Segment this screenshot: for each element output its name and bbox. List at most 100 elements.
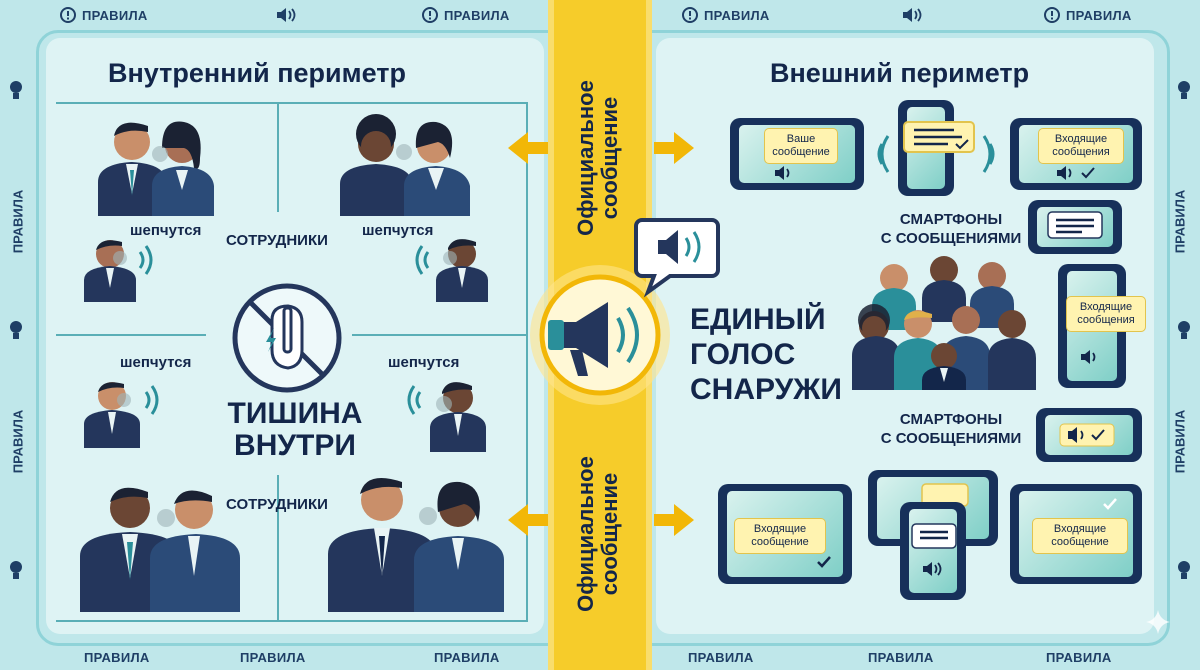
bulb-icon bbox=[1178, 321, 1190, 339]
whispering-employees bbox=[328, 478, 504, 612]
grid-divider bbox=[56, 620, 528, 622]
official-line-1: Официальное bbox=[573, 456, 598, 612]
bulb-icon bbox=[10, 561, 22, 579]
your-message-line-1: Ваше bbox=[786, 133, 816, 145]
whispering-employees bbox=[340, 114, 470, 216]
smartphones-line-1: СМАРТФОНЫ bbox=[899, 411, 1003, 428]
incoming-alt-line-2: сообщение bbox=[1051, 536, 1109, 548]
bottom-ribbon: ПРАВИЛА ПРАВИЛА ПРАВИЛА ПРАВИЛА ПРАВИЛА … bbox=[0, 640, 1200, 670]
arrow-left-icon bbox=[508, 132, 548, 164]
check-icon bbox=[817, 556, 831, 568]
chat-bubble-icon bbox=[903, 121, 975, 153]
arrow-right-icon bbox=[654, 132, 694, 164]
voice-line-2: ГОЛОС bbox=[690, 338, 796, 371]
whispering-person bbox=[84, 382, 159, 448]
grid-divider bbox=[352, 334, 527, 336]
speaker-icon bbox=[1057, 166, 1095, 180]
info-icon bbox=[1044, 7, 1060, 23]
signal-waves-icon bbox=[982, 135, 995, 173]
grid-divider bbox=[277, 475, 279, 621]
incoming-line-1: Входящие bbox=[1054, 133, 1108, 145]
shush-icon bbox=[232, 283, 342, 393]
single-voice-outside: ЕДИНЫЙ ГОЛОС СНАРУЖИ bbox=[690, 302, 842, 407]
whispering-employees bbox=[98, 121, 214, 216]
signal-waves-icon bbox=[877, 135, 890, 173]
official-message-top: Официальное сообщение bbox=[573, 48, 626, 268]
official-line-1: Официальное bbox=[573, 80, 598, 236]
bulb-icon bbox=[1178, 81, 1190, 99]
official-line-2: сообщение bbox=[597, 472, 622, 596]
info-icon bbox=[60, 7, 76, 23]
silence-inside-text: ТИШИНА ВНУТРИ bbox=[220, 398, 370, 462]
outer-perimeter-title: Внешний периметр bbox=[770, 58, 1030, 88]
official-message-bottom: Официальное сообщение bbox=[573, 424, 626, 644]
arrow-right-icon bbox=[654, 504, 694, 536]
incoming-line-2: сообщения bbox=[1077, 314, 1135, 326]
inner-perimeter-title: Внутренний периметр bbox=[108, 58, 406, 88]
rules-label: ПРАВИЛА bbox=[10, 409, 26, 474]
whispering-employees bbox=[80, 487, 240, 612]
your-message-line-2: сообщение bbox=[772, 146, 830, 158]
grid-divider bbox=[277, 102, 279, 212]
employees-label: СОТРУДНИКИ bbox=[226, 232, 328, 249]
rules-label: ПРАВИЛА bbox=[688, 650, 754, 665]
voice-line-3: СНАРУЖИ bbox=[690, 373, 842, 406]
smartphones-label: СМАРТФОНЫ С СООБЩЕНИЯМИ bbox=[856, 410, 1046, 448]
grid-divider bbox=[526, 102, 528, 622]
check-icon bbox=[1103, 498, 1117, 510]
rules-label: ПРАВИЛА bbox=[1066, 8, 1132, 23]
incoming-line-1: Входящие bbox=[1053, 523, 1107, 535]
message-bubble: Входящие сообщения bbox=[1038, 128, 1124, 164]
rules-label: ПРАВИЛА bbox=[444, 8, 510, 23]
incoming-line-1: Входящие bbox=[1079, 301, 1133, 313]
bulb-icon bbox=[10, 81, 22, 99]
rules-label: ПРАВИЛА bbox=[1172, 409, 1188, 474]
whisper-label: шепчутся bbox=[362, 222, 434, 239]
speaker-icon bbox=[923, 562, 942, 576]
smartphones-line-2: С СООБЩЕНИЯМИ bbox=[880, 430, 1022, 447]
smartphones-line-1: СМАРТФОНЫ bbox=[899, 211, 1003, 228]
speaker-icon bbox=[775, 166, 790, 180]
rules-label: ПРАВИЛА bbox=[1046, 650, 1112, 665]
arrow-left-icon bbox=[508, 504, 548, 536]
rules-label: ПРАВИЛА bbox=[704, 8, 770, 23]
speaker-icon bbox=[903, 8, 922, 22]
whisper-label: шепчутся bbox=[120, 354, 192, 371]
speaker-icon bbox=[277, 8, 296, 22]
incoming-line-2: сообщения bbox=[1052, 146, 1110, 158]
grid-divider bbox=[56, 102, 528, 104]
speaker-icon bbox=[1059, 423, 1115, 447]
speaker-icon bbox=[1081, 350, 1096, 364]
rules-label: ПРАВИЛА bbox=[434, 650, 500, 665]
info-icon bbox=[422, 7, 438, 23]
silence-line-1: ТИШИНА bbox=[227, 397, 363, 430]
incoming-line-1: Входящие bbox=[753, 523, 807, 535]
smartphones-label: СМАРТФОНЫ С СООБЩЕНИЯМИ bbox=[856, 210, 1046, 248]
message-bubble: Входящие сообщение bbox=[1032, 518, 1128, 554]
silence-line-2: ВНУТРИ bbox=[234, 429, 356, 462]
smartphones-line-2: С СООБЩЕНИЯМИ bbox=[880, 230, 1022, 247]
whispering-person bbox=[407, 382, 486, 452]
whisper-label: шепчутся bbox=[130, 222, 202, 239]
whispering-person bbox=[415, 239, 488, 302]
phone-icon bbox=[900, 502, 966, 600]
voice-line-1: ЕДИНЫЙ bbox=[690, 303, 826, 336]
message-bubble: Входящие сообщения bbox=[1066, 296, 1146, 332]
megaphone-icon bbox=[530, 265, 670, 405]
rules-label: ПРАВИЛА bbox=[82, 8, 148, 23]
info-icon bbox=[682, 7, 698, 23]
incoming-alt-line-2: сообщение bbox=[751, 536, 809, 548]
bulb-icon bbox=[1178, 561, 1190, 579]
whispering-person bbox=[84, 240, 153, 302]
rules-label: ПРАВИЛА bbox=[84, 650, 150, 665]
official-line-2: сообщение bbox=[597, 96, 622, 220]
message-bubble: Ваше сообщение bbox=[764, 128, 838, 164]
chat-bubble-icon bbox=[1047, 211, 1103, 239]
employees-label: СОТРУДНИКИ bbox=[226, 496, 328, 513]
rules-label: ПРАВИЛА bbox=[10, 189, 26, 254]
sparkle-icon bbox=[1146, 610, 1170, 634]
grid-divider bbox=[56, 334, 206, 336]
rules-label: ПРАВИЛА bbox=[240, 650, 306, 665]
bulb-icon bbox=[10, 321, 22, 339]
crowd-illustration bbox=[852, 256, 1036, 390]
